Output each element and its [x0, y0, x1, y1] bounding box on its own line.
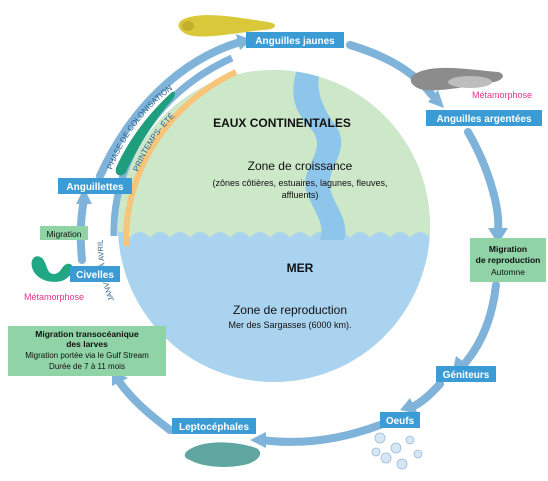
migration-reproduction-line3: Automne: [491, 267, 525, 277]
stage-label: Oeufs: [386, 416, 415, 427]
egg: [396, 458, 408, 470]
migration-larves-line3: Migration portée via le Gulf Stream: [25, 351, 149, 360]
anguillette-illustration: [115, 91, 175, 176]
stage-box: [246, 32, 344, 48]
stage-anguilles-jaunes: Anguilles jaunes: [246, 32, 344, 48]
sea-label: MER: [287, 261, 314, 275]
egg: [374, 432, 386, 444]
stage-box: [426, 110, 542, 126]
yellow-eel-illustration: [178, 15, 276, 37]
migration-reproduction-box: Migration de reproduction Automne: [470, 238, 546, 282]
silver-eel-illustration: [410, 67, 503, 91]
arrow-migration-to-geniteurs: [462, 281, 500, 366]
migration-reproduction-line1: Migration: [489, 244, 527, 254]
colonisation-band-orange: [122, 69, 238, 247]
migration-larves-line4: Durée de 7 à 11 mois: [49, 362, 125, 371]
stage-box: [172, 418, 256, 434]
metamorphose-label-top: Métamorphose: [472, 90, 532, 100]
migration-larves-box: Migration transocéanique des larves Migr…: [8, 326, 166, 376]
arrowhead-5: [250, 432, 266, 448]
migration-small-label: Migration: [47, 229, 82, 239]
leptocephale-illustration: [184, 442, 261, 467]
green-box: [40, 226, 88, 240]
green-box: [470, 238, 546, 282]
stage-geniteurs: Géniteurs: [436, 366, 496, 382]
stage-civelles: Civelles: [70, 266, 120, 282]
egg: [390, 442, 402, 454]
arrow-jaunes-to-argentees: [346, 41, 436, 99]
arrowhead-7: [76, 188, 92, 204]
stage-label: Anguillettes: [66, 182, 124, 193]
stage-label: Anguilles jaunes: [255, 36, 335, 47]
green-box: [8, 326, 166, 376]
reproduction-zone-detail: Mer des Sargasses (6000 km).: [228, 320, 351, 330]
migration-larves-line1: Migration transocéanique: [35, 329, 139, 339]
egg: [413, 449, 423, 459]
stage-leptocephales: Leptocéphales: [172, 418, 256, 434]
arrowhead-2: [488, 228, 508, 244]
migration-small-box: Migration: [40, 226, 88, 240]
river: [293, 70, 346, 240]
stage-label: Civelles: [76, 270, 114, 281]
migration-larves-line2: des larves: [66, 339, 108, 349]
metamorphose-label-left: Métamorphose: [24, 292, 84, 302]
stage-anguillettes: Anguillettes: [58, 178, 132, 194]
growth-zone-heading: Zone de croissance: [248, 159, 353, 173]
arrowhead-4: [400, 398, 418, 414]
egg: [405, 435, 415, 445]
stage-box: [70, 266, 120, 282]
migration-reproduction-line2: de reproduction: [476, 255, 541, 265]
stage-anguilles-argentees: Anguilles argentées: [426, 110, 542, 126]
eggs-illustration: [371, 432, 423, 470]
arrow-oeufs-to-lepto: [258, 421, 384, 446]
egg: [380, 452, 392, 464]
continental-waters-title: EAUX CONTINENTALES: [213, 116, 351, 130]
stage-box: [58, 178, 132, 194]
egg: [371, 447, 381, 457]
arrow-lepto-to-larves: [114, 376, 174, 434]
stage-label: Anguilles argentées: [436, 114, 531, 125]
stage-box: [436, 366, 496, 382]
arrow-anguillettes-to-jaunes: [96, 38, 244, 180]
globe: [118, 70, 430, 382]
arrowhead-8: [236, 34, 252, 50]
stage-label: Géniteurs: [443, 370, 490, 381]
reproduction-zone-heading: Zone de reproduction: [233, 303, 347, 317]
stage-label: Leptocéphales: [179, 422, 249, 433]
arrow-argentees-to-migration: [464, 128, 503, 234]
stage-oeufs: Oeufs: [380, 412, 420, 428]
arrowhead-1: [428, 90, 444, 108]
growth-zone-detail-line2: affluents): [282, 190, 319, 200]
arrow-geniteurs-to-oeufs: [410, 380, 444, 410]
civelle-illustration: [31, 256, 73, 282]
wave-line: [118, 232, 430, 260]
stage-box: [380, 412, 420, 428]
growth-zone-detail-line1: (zônes côtières, estuaires, lagunes, fle…: [212, 178, 387, 188]
